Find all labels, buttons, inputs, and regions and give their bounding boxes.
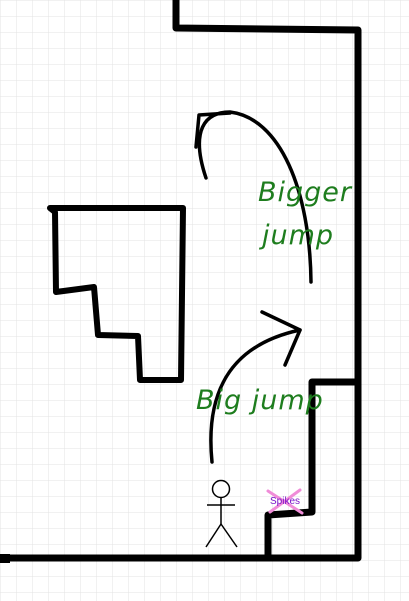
big-jump-arrowhead [260,310,302,367]
outer-wall [0,0,362,562]
stick-figure-player [205,479,238,548]
bigger-jump-arrowhead [194,111,232,149]
spikes-marker [266,488,304,515]
spikes-label: Spikes [270,496,300,507]
bigger-jump-arrow [197,110,313,284]
big-jump-arrow [209,328,302,464]
left-floor-cap [0,554,10,563]
floating-platform [47,205,186,383]
right-ledge [264,378,362,562]
bigger-jump-label-line2: jump [258,220,334,251]
bigger-jump-label-line1: Bigger [258,177,353,208]
big-jump-label: Big jump [196,385,324,416]
